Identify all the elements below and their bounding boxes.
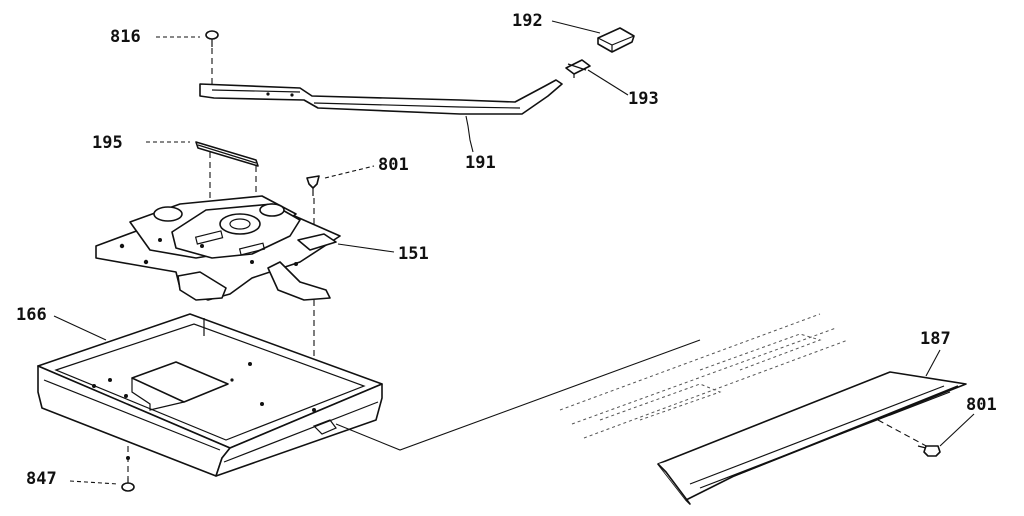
part-label-801-top: 801 xyxy=(378,155,409,175)
part-label-193: 193 xyxy=(628,89,659,109)
pin-195 xyxy=(195,141,259,240)
part-label-191: 191 xyxy=(465,153,496,173)
clip-193 xyxy=(565,59,591,78)
leader-192 xyxy=(551,20,601,34)
screw-801-top xyxy=(306,175,320,232)
leader-191 xyxy=(465,115,474,153)
leader-801-right xyxy=(939,413,975,447)
leader-187 xyxy=(925,349,941,377)
screw-847 xyxy=(121,478,135,492)
pan-166 xyxy=(37,313,383,478)
part-label-847: 847 xyxy=(26,469,57,489)
part-label-166: 166 xyxy=(16,305,47,325)
leader-801-top xyxy=(324,165,375,179)
screw-816 xyxy=(205,30,219,88)
leader-193 xyxy=(587,69,629,96)
hidden-cover-outline xyxy=(559,313,849,439)
part-label-195: 195 xyxy=(92,133,123,153)
leader-166 xyxy=(53,315,107,341)
knob-192 xyxy=(597,27,635,53)
leader-847 xyxy=(69,480,119,485)
leader-151 xyxy=(337,243,395,253)
bracket-assembly-151 xyxy=(95,195,341,412)
connector-line xyxy=(335,339,701,451)
screw-801-right xyxy=(917,445,941,457)
part-label-187: 187 xyxy=(920,329,951,349)
part-label-816: 816 xyxy=(110,27,141,47)
part-label-192: 192 xyxy=(512,11,543,31)
part-label-151: 151 xyxy=(398,244,429,264)
lever-rod-191 xyxy=(199,79,563,115)
part-label-801-right: 801 xyxy=(966,395,997,415)
cover-channel-187 xyxy=(657,371,967,505)
